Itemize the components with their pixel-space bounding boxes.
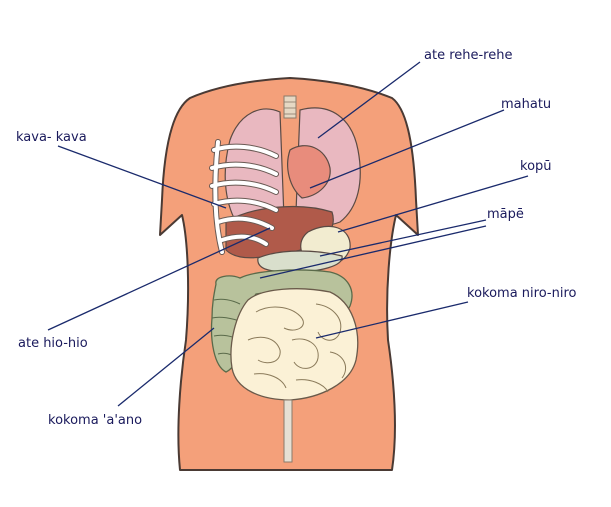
label-small-intestine: kokoma niro-niro (467, 286, 577, 301)
label-stomach: kopū (520, 159, 552, 174)
trachea (283, 95, 297, 119)
label-ribs: kava- kava (16, 130, 87, 145)
label-pancreas: māpē (487, 207, 524, 222)
label-heart: mahatu (501, 97, 551, 112)
label-liver: ate hio-hio (18, 336, 88, 351)
label-lungs: ate rehe-rehe (424, 48, 512, 63)
leader-stomach (337, 175, 529, 233)
leader-small-intestine (315, 301, 469, 339)
leader-lines (47, 61, 529, 407)
leader-lungs (317, 61, 421, 139)
leader-pancreas-1 (319, 219, 487, 257)
rectum (283, 399, 293, 463)
leader-pancreas-2 (259, 225, 487, 279)
heart (287, 145, 331, 199)
small-intestine (230, 288, 359, 401)
label-large-intestine: kokoma 'a'ano (48, 413, 142, 428)
leader-heart (309, 109, 505, 189)
leader-large-intestine (117, 327, 215, 407)
leader-liver (47, 227, 271, 331)
rib-cage (209, 139, 279, 255)
leader-ribs (57, 145, 227, 209)
